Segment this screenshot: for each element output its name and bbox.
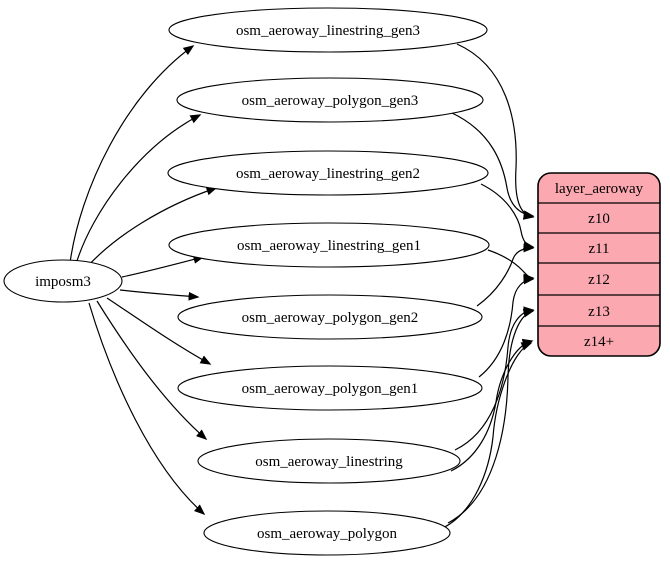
table-label: osm_aeroway_polygon bbox=[257, 526, 397, 542]
edge-linestring-gen2-to-z11 bbox=[480, 183, 535, 250]
edge-imposm3-to-linestring-gen1 bbox=[121, 255, 205, 278]
edge-polygon-gen3-to-z10 bbox=[451, 112, 535, 220]
node-osm-aeroway-polygon: osm_aeroway_polygon bbox=[203, 510, 451, 556]
table-ellipse bbox=[167, 150, 489, 196]
table-ellipse bbox=[168, 222, 490, 268]
node-osm-aeroway-polygon-gen2: osm_aeroway_polygon_gen2 bbox=[177, 294, 483, 340]
zoom-row-z11: z11 bbox=[588, 241, 609, 257]
node-osm-aeroway-linestring-gen3: osm_aeroway_linestring_gen3 bbox=[168, 7, 488, 53]
imposm3-ellipse bbox=[3, 259, 123, 303]
table-ellipse bbox=[176, 77, 484, 123]
edge-imposm3-to-polygon-gen3 bbox=[75, 114, 202, 265]
edges-to-layer bbox=[442, 43, 535, 529]
edges-from-source bbox=[69, 45, 218, 516]
zoom-row-z10: z10 bbox=[588, 211, 610, 227]
edge-imposm3-to-linestring bbox=[96, 300, 208, 441]
edge-polygon-gen1-to-z12 bbox=[478, 275, 535, 378]
table-ellipse bbox=[197, 438, 461, 484]
table-label: osm_aeroway_linestring bbox=[255, 454, 403, 470]
table-label: osm_aeroway_polygon_gen3 bbox=[242, 93, 419, 109]
node-osm-aeroway-linestring-gen2: osm_aeroway_linestring_gen2 bbox=[167, 150, 489, 196]
edge-imposm3-to-polygon bbox=[88, 302, 206, 516]
zoom-row-z13: z13 bbox=[588, 304, 610, 320]
table-ellipse bbox=[177, 294, 483, 340]
edge-linestring-to-z13 bbox=[454, 306, 535, 451]
table-label: osm_aeroway_linestring_gen1 bbox=[237, 238, 421, 254]
zoom-row-z12: z12 bbox=[588, 272, 610, 288]
edge-polygon-to-z13 bbox=[447, 308, 535, 524]
table-label: osm_aeroway_polygon_gen2 bbox=[242, 310, 419, 326]
node-osm-aeroway-polygon-gen3: osm_aeroway_polygon_gen3 bbox=[176, 77, 484, 123]
edge-linestring-gen3-to-z10 bbox=[456, 43, 535, 220]
table-ellipse bbox=[168, 7, 488, 53]
edge-linestring-to-z14 bbox=[450, 338, 534, 472]
table-ellipse bbox=[203, 510, 451, 556]
edge-polygon-gen2-to-z11 bbox=[476, 243, 535, 307]
edge-imposm3-to-polygon-gen1 bbox=[106, 297, 212, 365]
table-label: osm_aeroway_linestring_gen2 bbox=[236, 166, 420, 182]
layer-title: layer_aeroway bbox=[555, 181, 644, 197]
node-osm-aeroway-linestring-gen1: osm_aeroway_linestring_gen1 bbox=[168, 222, 490, 268]
imposm3-label: imposm3 bbox=[35, 274, 91, 290]
edge-polygon-to-z14 bbox=[442, 342, 533, 529]
node-osm-aeroway-polygon-gen1: osm_aeroway_polygon_gen1 bbox=[177, 365, 483, 411]
table-ellipse bbox=[177, 365, 483, 411]
edge-imposm3-to-linestring-gen3 bbox=[69, 45, 195, 264]
node-imposm3: imposm3 bbox=[3, 259, 123, 303]
edge-imposm3-to-polygon-gen2 bbox=[119, 289, 200, 301]
layer-record-box bbox=[537, 172, 661, 357]
table-label: osm_aeroway_polygon_gen1 bbox=[242, 381, 419, 397]
node-layer-aeroway: layer_aeroway z10 z11 z12 z13 z14+ bbox=[537, 172, 661, 357]
node-osm-aeroway-linestring: osm_aeroway_linestring bbox=[197, 438, 461, 484]
edge-imposm3-to-linestring-gen2 bbox=[85, 186, 218, 269]
table-label: osm_aeroway_linestring_gen3 bbox=[236, 23, 420, 39]
zoom-row-z14: z14+ bbox=[584, 334, 614, 350]
